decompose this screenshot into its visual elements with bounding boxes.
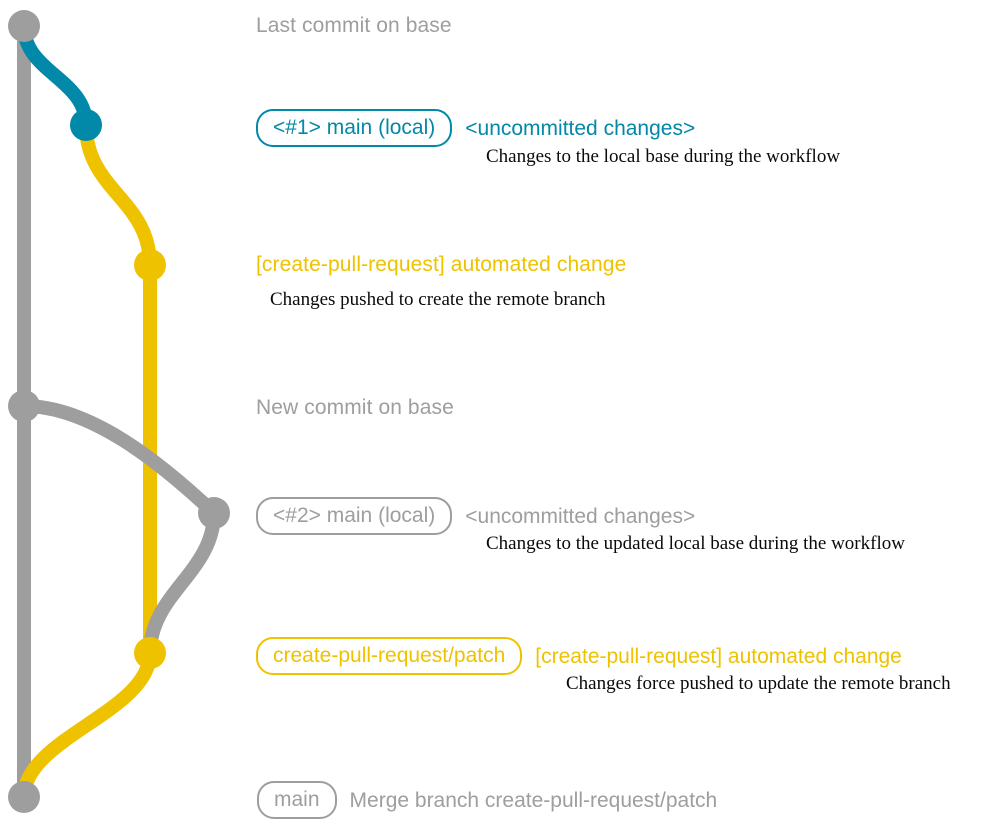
branch-pill-create-pull-request-patch[interactable]: create-pull-request/patch <box>256 637 523 675</box>
commit-row-local-1: <#1> main (local) <uncommitted changes> <box>256 109 695 147</box>
commit-message-local-2: <uncommitted changes> <box>465 504 696 528</box>
commit-description-patch-2: Changes force pushed to update the remot… <box>566 673 951 694</box>
edge-patch-2-to-merge <box>17 646 157 804</box>
commit-description-local-2: Changes to the updated local base during… <box>486 533 905 554</box>
commit-node-base-new[interactable] <box>8 390 40 422</box>
commit-node-local-1[interactable] <box>70 109 102 141</box>
commit-node-merge[interactable] <box>8 781 40 813</box>
commit-message-last-commit: Last commit on base <box>256 14 452 37</box>
commit-node-base-last[interactable] <box>8 10 40 42</box>
commit-message-new-commit: New commit on base <box>256 396 454 419</box>
commit-description-local-1: Changes to the local base during the wor… <box>486 146 841 167</box>
branch-pill-main-local-1[interactable]: <#1> main (local) <box>256 109 453 147</box>
commit-row-merge: main Merge branch create-pull-request/pa… <box>257 781 717 819</box>
commit-message-patch-2: [create-pull-request] automated change <box>535 644 902 668</box>
commit-node-patch-2[interactable] <box>134 637 166 669</box>
edge-local-2-to-patch-2 <box>143 506 221 660</box>
commit-row-patch-2: create-pull-request/patch [create-pull-r… <box>256 637 902 675</box>
commit-message-merge: Merge branch create-pull-request/patch <box>349 788 718 812</box>
edge-base-2-to-local-2 <box>17 399 221 520</box>
commit-node-patch-1[interactable] <box>134 249 166 281</box>
commit-row-local-2: <#2> main (local) <uncommitted changes> <box>256 497 695 535</box>
branch-pill-main-local-2[interactable]: <#2> main (local) <box>256 497 453 535</box>
commit-message-local-1: <uncommitted changes> <box>465 116 696 140</box>
commit-message-patch-1: [create-pull-request] automated change <box>256 253 627 276</box>
branch-pill-main[interactable]: main <box>257 781 337 819</box>
commit-node-local-2[interactable] <box>198 497 230 529</box>
edge-local-1-to-patch-1 <box>79 118 157 272</box>
commit-description-patch-1: Changes pushed to create the remote bran… <box>270 289 606 310</box>
